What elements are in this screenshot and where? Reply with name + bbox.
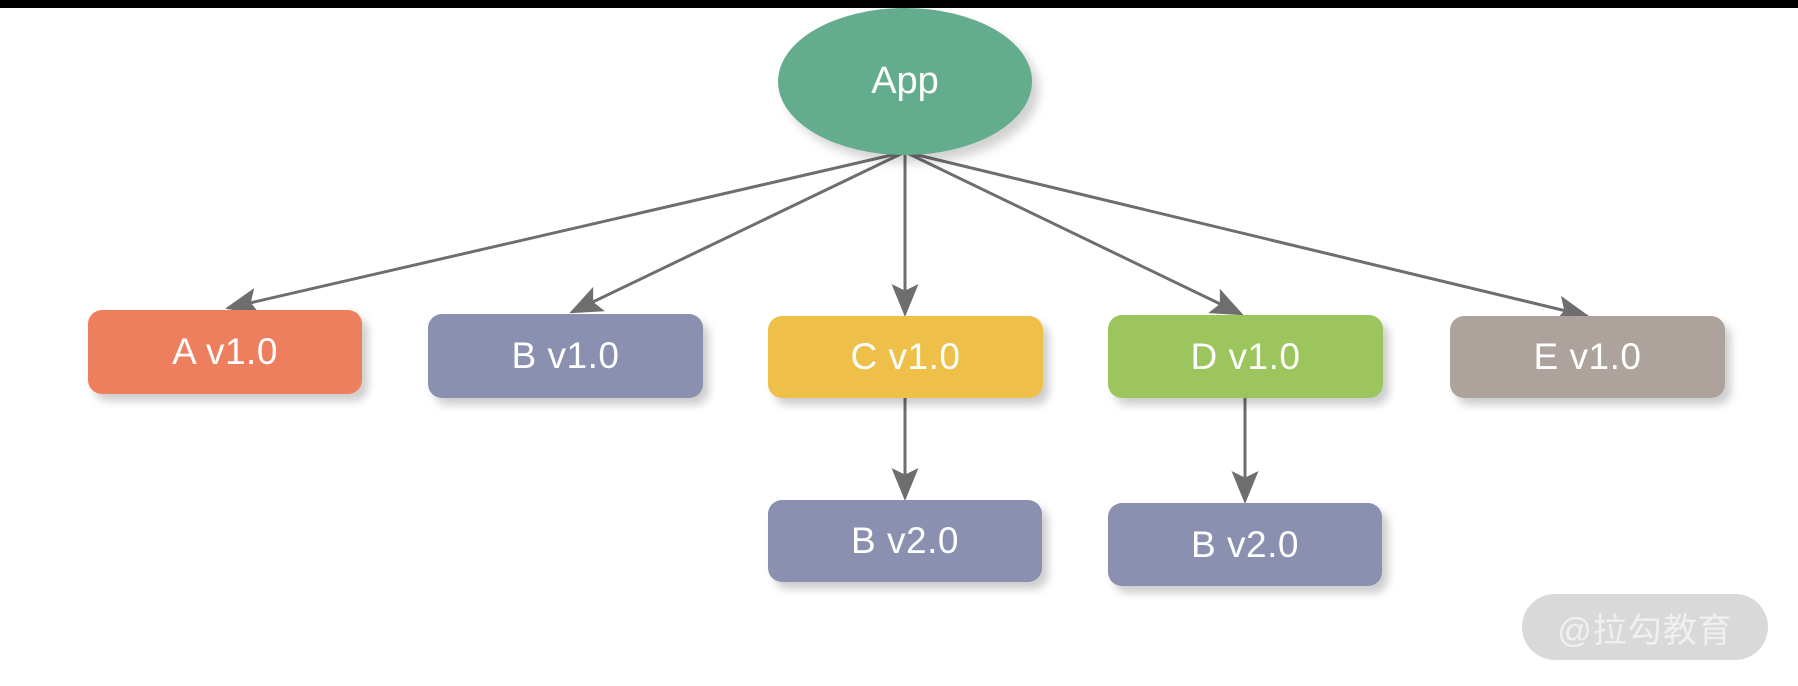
node-label: App bbox=[871, 60, 939, 102]
node-label: C v1.0 bbox=[850, 336, 961, 377]
node-label: E v1.0 bbox=[1533, 336, 1642, 377]
node-label: B v1.0 bbox=[511, 335, 620, 376]
edge-app-to-e-v1 bbox=[904, 150, 1590, 323]
edge-app-to-a-v1 bbox=[225, 150, 906, 315]
edge-app-to-b-v1 bbox=[569, 150, 906, 314]
watermark-badge: @拉勾教育 bbox=[1522, 594, 1768, 660]
node-e-v1[interactable]: E v1.0 bbox=[1450, 316, 1725, 398]
node-label: B v2.0 bbox=[1191, 523, 1299, 565]
node-b-v1[interactable]: B v1.0 bbox=[428, 314, 703, 398]
node-label: D v1.0 bbox=[1190, 335, 1301, 377]
node-label: A v1.0 bbox=[172, 331, 278, 372]
watermark-text: @拉勾教育 bbox=[1557, 611, 1733, 650]
node-b-v2-c[interactable]: B v2.0 bbox=[768, 500, 1042, 582]
node-app[interactable]: App bbox=[778, 8, 1032, 155]
node-d-v1[interactable]: D v1.0 bbox=[1108, 315, 1383, 398]
node-b-v2-d[interactable]: B v2.0 bbox=[1108, 503, 1382, 586]
node-label: B v2.0 bbox=[851, 520, 959, 561]
edge-app-to-d-v1 bbox=[904, 150, 1244, 316]
node-a-v1[interactable]: A v1.0 bbox=[88, 310, 362, 394]
node-c-v1[interactable]: C v1.0 bbox=[768, 316, 1043, 398]
top-black-bar bbox=[0, 0, 1798, 8]
